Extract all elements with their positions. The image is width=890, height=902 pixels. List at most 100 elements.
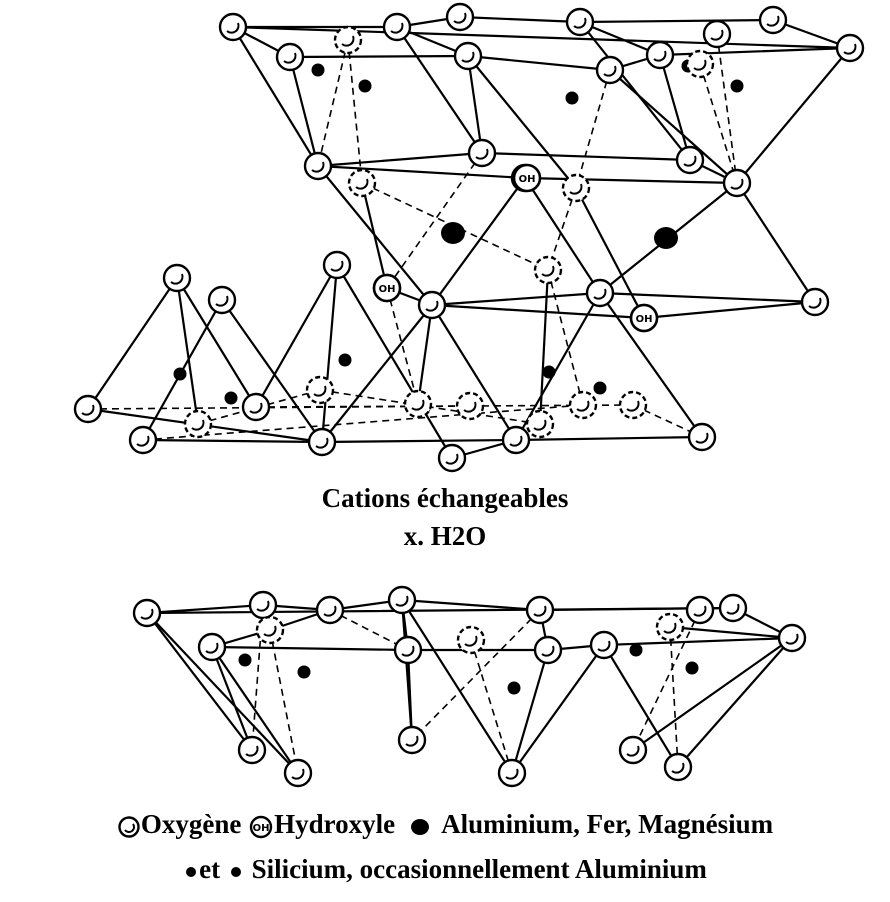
oxygen-atom <box>384 14 410 40</box>
oxygen-atom <box>199 634 225 660</box>
tetrahedral-cation <box>731 80 744 93</box>
upper-layer-bond <box>290 56 468 57</box>
upper-layer-bond <box>222 300 322 442</box>
tetrahedral-cation <box>339 354 352 367</box>
upper-layer-bond <box>432 305 516 440</box>
tetrahedral-cation <box>225 392 238 405</box>
oxygen-atom <box>535 637 561 663</box>
upper-layer-bond <box>580 20 773 22</box>
oxygen-atom <box>307 377 333 403</box>
oxygen-atom <box>389 587 415 613</box>
oxygen-atom <box>243 394 269 420</box>
lower-layer-bond <box>212 647 408 650</box>
octahedral-cation <box>654 227 678 249</box>
upper-layer-bond <box>540 270 548 424</box>
lower-layer-bond <box>402 600 412 740</box>
oxygen-atom <box>647 42 673 68</box>
tetrahedral-cation <box>543 366 556 379</box>
caption-water: x. H2O <box>0 520 890 552</box>
upper-layer-bond <box>322 265 337 442</box>
oxygen-atom <box>405 391 431 417</box>
tetrahedral-cation <box>298 666 311 679</box>
oxygen-atom <box>724 170 750 196</box>
oxygen-atom <box>469 140 495 166</box>
large-cation-symbol-icon <box>402 815 436 839</box>
lower-layer-bond <box>402 600 540 610</box>
oxygen-atom <box>620 737 646 763</box>
oxygen-atom <box>665 754 691 780</box>
oxygen-atom <box>324 252 350 278</box>
upper-layer-bond <box>177 278 198 424</box>
tetrahedral-cation <box>359 80 372 93</box>
oxygen-atom <box>527 597 553 623</box>
oxygen-atom <box>657 614 683 640</box>
oxygen-atom <box>455 43 481 69</box>
octahedral-cation <box>441 222 465 244</box>
oxygen-atom <box>399 727 425 753</box>
oxygen-atom <box>447 4 473 30</box>
legend-octahedral-label: Aluminium, Fer, Magnésium <box>441 809 773 839</box>
upper-layer-bond <box>233 27 850 48</box>
oxygen-atom <box>587 280 613 306</box>
oxygen-atom <box>239 737 265 763</box>
oxygen-atom <box>75 396 101 422</box>
upper-layer-bond <box>88 278 177 409</box>
oxygen-atom <box>597 57 623 83</box>
upper-layer-bond <box>362 183 387 288</box>
legend-oxygen-label: Oxygène <box>141 809 242 839</box>
oxygen-atom <box>570 392 596 418</box>
oxygen-atom <box>419 292 445 318</box>
upper-layer-bond <box>737 183 815 302</box>
hydroxyl-atom-label: OH <box>379 284 396 295</box>
upper-layer-hidden-bond <box>348 40 362 183</box>
oxygen-atom <box>458 627 484 653</box>
upper-layer-bond <box>432 293 600 305</box>
tetrahedral-cation <box>594 382 607 395</box>
legend-row-2: et Silicium, occasionnellement Aluminium <box>0 853 890 885</box>
oxygen-atom <box>309 429 335 455</box>
upper-layer-hidden-bond <box>576 70 610 188</box>
oxygen-atom <box>499 760 525 786</box>
lower-layer-bond <box>678 638 792 767</box>
oxygen-atom <box>134 600 160 626</box>
oxygen-symbol-icon <box>117 815 141 839</box>
oxygen-atom <box>503 427 529 453</box>
oxygen-atom <box>130 427 156 453</box>
small-cation-symbol-icon-2 <box>227 862 245 882</box>
oxygen-atom <box>164 265 190 291</box>
oxygen-atom <box>349 170 375 196</box>
caption-exchangeable-cations: Cations échangeables <box>0 482 890 514</box>
oxygen-atom <box>277 44 303 70</box>
oxygen-atom <box>779 625 805 651</box>
hydroxyl-atom-label: OH <box>636 314 653 325</box>
hydroxyl-symbol-text: OH <box>253 823 270 834</box>
oxygen-atom <box>760 7 786 33</box>
oxygen-atom <box>677 147 703 173</box>
upper-layer-bond <box>322 440 516 442</box>
oxygen-atom <box>285 760 311 786</box>
tetrahedral-cation <box>630 644 643 657</box>
lower-layer-bond <box>633 638 792 750</box>
lower-layer-bond <box>604 638 792 645</box>
tetrahedral-cation <box>239 654 252 667</box>
upper-layer-bond <box>610 70 737 183</box>
oxygen-atom <box>185 411 211 437</box>
upper-layer-hidden-bonds <box>88 34 737 440</box>
small-cation-symbol-icon <box>183 862 199 882</box>
oxygen-atom <box>457 393 483 419</box>
upper-layer-hidden-bond <box>318 40 348 166</box>
lower-layer-bond <box>147 608 733 613</box>
tetrahedral-cation <box>508 682 521 695</box>
upper-layer-bond <box>460 17 580 22</box>
oxygen-atom <box>802 289 828 315</box>
oxygen-atom <box>620 392 646 418</box>
upper-layer-bond <box>143 440 322 442</box>
oxygen-atom <box>563 175 589 201</box>
oxygen-atom <box>527 411 553 437</box>
tetrahedral-cation <box>566 92 579 105</box>
upper-layer-bond <box>318 153 482 166</box>
legend-hydroxyl-label: Hydroxyle <box>274 809 395 839</box>
oxygen-atom <box>305 153 331 179</box>
oxygen-atom <box>335 27 361 53</box>
oxygen-atom <box>395 637 421 663</box>
